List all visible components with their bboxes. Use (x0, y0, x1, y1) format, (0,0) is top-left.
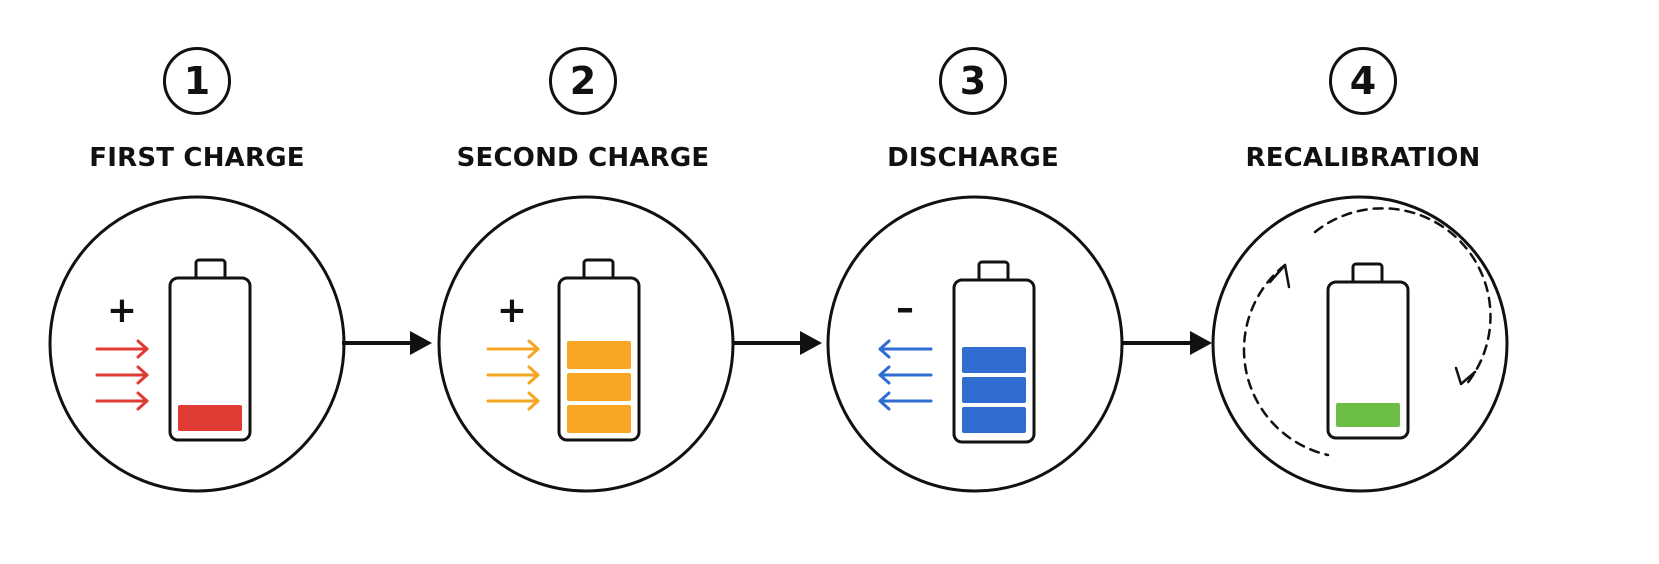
cycle-path-right (1313, 207, 1492, 388)
step-title: SECOND CHARGE (456, 143, 710, 173)
step-circle (437, 195, 735, 493)
charge-arrow (95, 391, 149, 411)
discharge-arrow (878, 365, 933, 385)
charge-arrow (486, 365, 540, 385)
right-arrow-icon (342, 331, 432, 355)
battery-fill-segment (962, 347, 1026, 373)
charge-sign: + (107, 290, 137, 331)
step-title: FIRST CHARGE (89, 143, 305, 173)
battery-icon (557, 258, 641, 442)
charge-sign: + (497, 290, 527, 331)
battery-fill-segment (1336, 403, 1400, 427)
charge-arrow (95, 339, 149, 359)
discharge-arrows-icon (878, 339, 933, 411)
right-arrow-icon (1122, 331, 1212, 355)
battery-fill-segment (962, 407, 1026, 433)
step-number-badge: 1 (163, 47, 231, 115)
step-title: DISCHARGE (887, 143, 1059, 173)
step-discharge: 3 DISCHARGE – (813, 0, 1133, 564)
cycle-arrowhead-left (1268, 263, 1291, 289)
step-first-charge: 1 FIRST CHARGE + (37, 0, 357, 564)
flow-arrow-3-to-4 (1120, 328, 1220, 358)
battery-icon (952, 260, 1036, 444)
cycle-path-left (1242, 263, 1330, 457)
discharge-arrow (878, 391, 933, 411)
battery-icon (168, 258, 252, 442)
flow-arrow-1-to-2 (340, 328, 440, 358)
battery-fill-segment (567, 341, 631, 369)
battery-fill-segment (567, 405, 631, 433)
step-number-badge: 4 (1329, 47, 1397, 115)
charge-arrows-icon (486, 339, 540, 411)
step-circle (48, 195, 346, 493)
step-title: RECALIBRATION (1245, 143, 1481, 173)
discharge-arrow (878, 339, 933, 359)
battery-fill-segment (962, 377, 1026, 403)
cycle-arrowhead-right (1454, 366, 1477, 386)
battery-fill-segment (567, 373, 631, 401)
charge-arrow (486, 339, 540, 359)
step-second-charge: 2 SECOND CHARGE + (423, 0, 743, 564)
charge-arrow (486, 391, 540, 411)
battery-fill-segment (178, 405, 242, 431)
step-number-badge: 3 (939, 47, 1007, 115)
charge-arrows-icon (95, 339, 149, 411)
step-circle (826, 195, 1124, 493)
cycle-arrows-icon (1242, 207, 1492, 457)
right-arrow-icon (732, 331, 822, 355)
step-number-badge: 2 (549, 47, 617, 115)
step-circle (1211, 195, 1509, 493)
flow-arrow-2-to-3 (730, 328, 830, 358)
discharge-sign: – (896, 288, 914, 329)
battery-icon (1326, 262, 1410, 440)
step-recalibration: 4 RECALIBRATION (1203, 0, 1523, 564)
charge-arrow (95, 365, 149, 385)
